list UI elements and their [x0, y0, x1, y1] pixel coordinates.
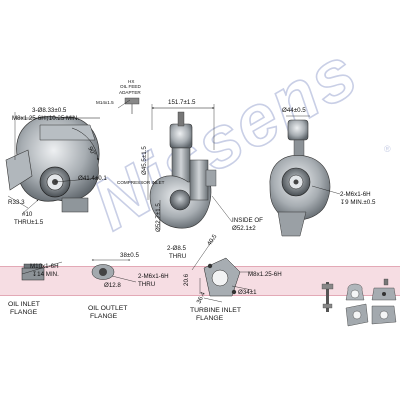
- right-turbo-view: [269, 115, 341, 237]
- oil-outlet-dim38: 38±0.5: [120, 252, 139, 259]
- turbine-dim20: 20.6: [183, 273, 190, 286]
- left-dia-label: Ø41.4±0.1: [78, 175, 107, 182]
- left-turbo-view: [5, 112, 101, 215]
- left-hole-thru: THRU±1.5: [14, 219, 44, 226]
- oil-feed-label-1: OIL FEED: [120, 84, 141, 89]
- turbine-label-1: TURBINE INLET: [190, 307, 241, 314]
- turbine-dia: Ø34±1: [238, 289, 257, 296]
- left-hole-number: #10: [22, 211, 33, 218]
- width-label: 151.7±1.5: [168, 99, 196, 106]
- right-dia-label: Ø44±0.5: [282, 107, 306, 114]
- left-thread-label: 3-Ø8.33±0.5: [32, 107, 67, 114]
- turbine-bolt: M8x1.25-6H: [248, 271, 282, 278]
- m14-label: M14x1.5: [96, 100, 114, 105]
- oil-inlet-flange: [21, 261, 63, 281]
- dia45-label: Ø45.5±1.5: [141, 146, 148, 175]
- turbine-inlet-flange: [191, 237, 253, 303]
- left-bolt-label: M8x1.25-6H↨10.25 MIN.: [12, 115, 79, 122]
- accessory-parts: [321, 278, 397, 327]
- oil-outlet-label-2: FLANGE: [90, 313, 118, 320]
- oil-outlet-flange: [91, 259, 137, 283]
- right-depth-label: ↧9 MIN.±0.5: [340, 199, 376, 206]
- band-bottom-line: [0, 295, 400, 296]
- inside-of-label: INSIDE OF: [232, 217, 263, 224]
- band-top-line: [0, 266, 400, 267]
- left-radius-label: R33.3: [8, 199, 25, 206]
- turbine-label-2: FLANGE: [196, 315, 224, 322]
- center-turbo-view: [117, 97, 233, 230]
- inside-dia-label: Ø52.1±2: [232, 225, 256, 232]
- oil-feed-label-2: ADAPTER: [119, 90, 141, 95]
- registered-mark: ®: [384, 144, 391, 154]
- oil-inlet-depth: ↧14 MIN.: [32, 271, 59, 278]
- left-angle-label: 90°: [86, 146, 97, 158]
- oil-outlet-bolt: 2-M6x1-6H: [138, 273, 169, 280]
- oil-outlet-dim12: Ø12.8: [104, 282, 121, 289]
- right-bolt-label: 2-M6x1-6H: [340, 191, 371, 198]
- dia52-label: Ø52.7±1.5: [155, 203, 162, 232]
- oil-outlet-thru: THRU: [138, 281, 155, 288]
- turbine-holes: 2-Ø8.5: [167, 245, 186, 252]
- oil-outlet-label-1: OIL OUTLET: [88, 305, 127, 312]
- oil-inlet-label-1: OIL INLET: [8, 301, 40, 308]
- turbine-dim36: 36.4: [195, 290, 207, 304]
- compressor-inlet-label: COMPRESSOR INLET: [117, 180, 165, 185]
- oil-feed-hx-label: HX: [128, 79, 134, 84]
- oil-inlet-thread: M10x1-6H: [30, 263, 59, 270]
- turbine-thru: THRU: [169, 253, 186, 260]
- oil-inlet-label-2: FLANGE: [10, 309, 38, 316]
- turbine-dim40: 40.5: [206, 233, 219, 247]
